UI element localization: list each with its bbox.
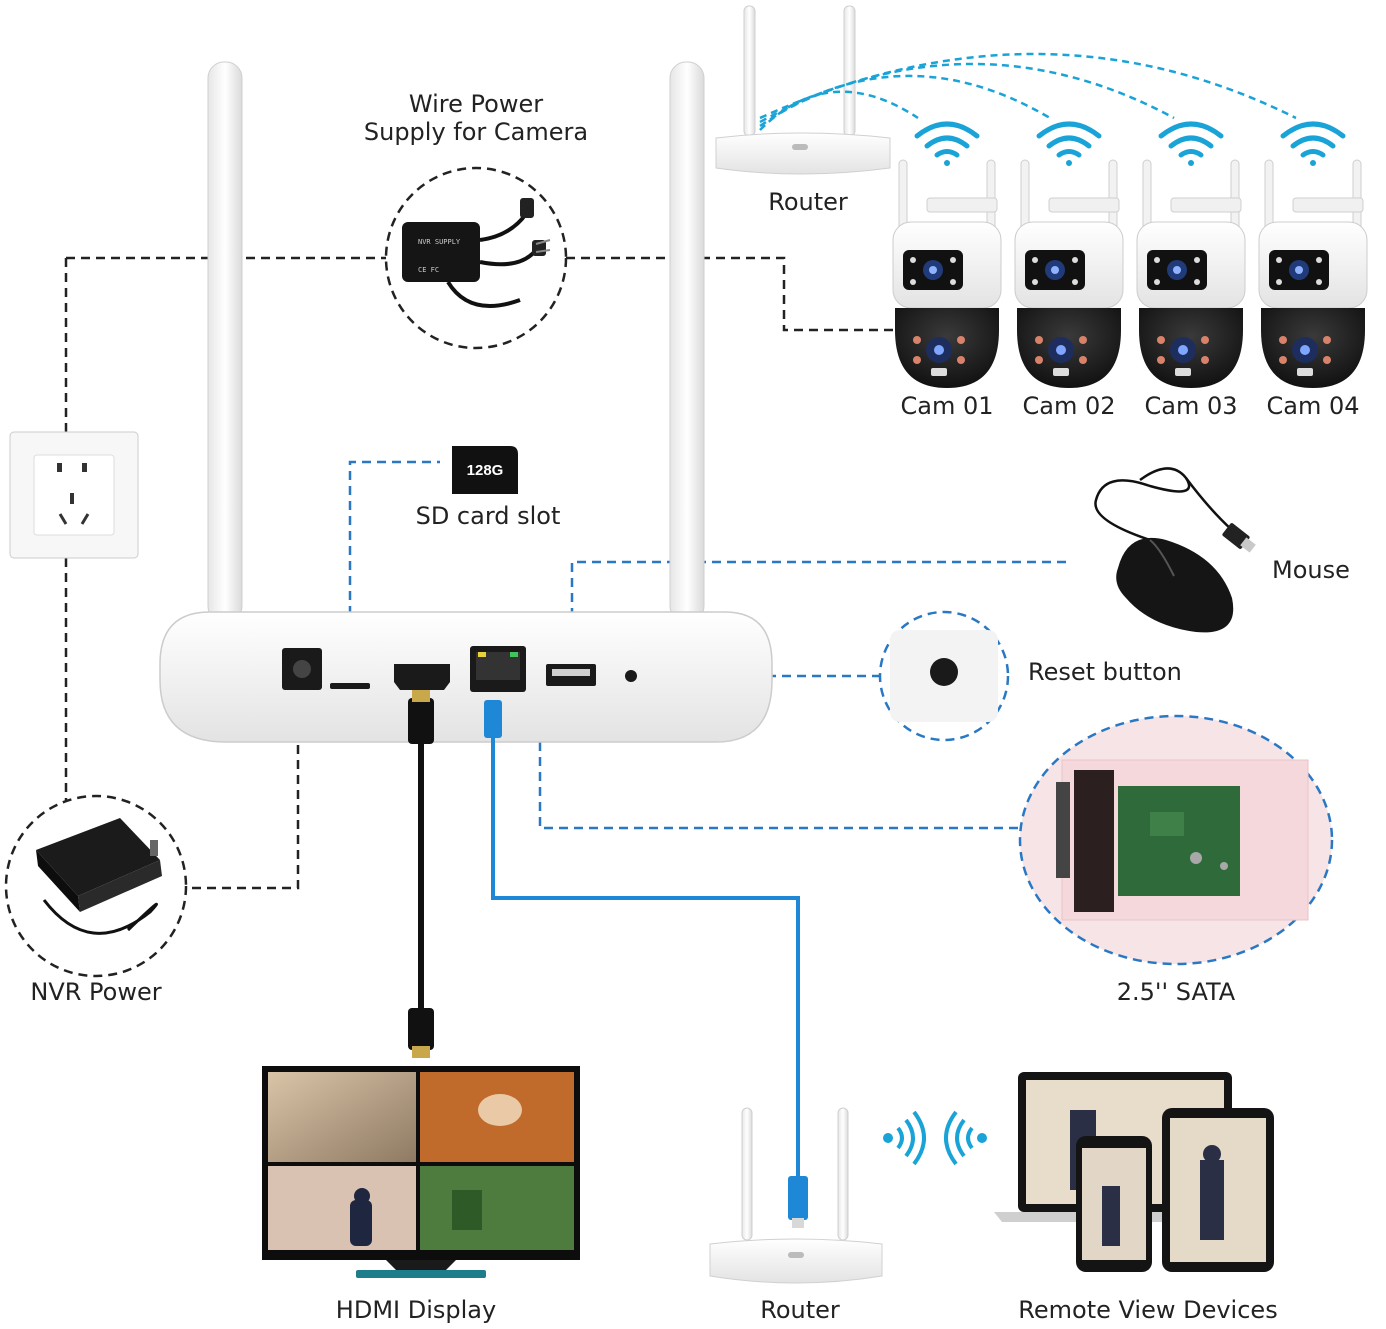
hdmi-display-label: HDMI Display xyxy=(336,1296,496,1324)
wifi-icon xyxy=(1036,121,1102,166)
router-top xyxy=(715,5,891,175)
sd-card-link-line xyxy=(348,460,440,660)
camera-group xyxy=(892,121,1368,388)
sata-link-line xyxy=(538,742,1018,830)
reset-button-label: Reset button xyxy=(1028,658,1182,686)
hdmi-port xyxy=(394,664,450,690)
nvr-power-adapter xyxy=(4,794,188,978)
hdmi-monitor xyxy=(262,1066,580,1278)
nvr-antenna-left xyxy=(207,61,243,623)
wifi-icon xyxy=(914,121,980,166)
camera-4 xyxy=(1258,121,1368,388)
remote-view-devices xyxy=(994,1072,1274,1272)
router-top-label: Router xyxy=(768,188,848,216)
wire-power-label-line1: Wire Power xyxy=(409,90,543,118)
wall-socket xyxy=(9,431,139,559)
sata-label: 2.5'' SATA xyxy=(1117,978,1236,1006)
wifi-icon xyxy=(1280,121,1346,166)
router-to-camera-wifi-arcs xyxy=(759,52,1297,131)
cam-01-label: Cam 01 xyxy=(900,392,993,420)
svg-text:CE FC: CE FC xyxy=(418,266,439,274)
ethernet-cable xyxy=(484,700,808,1228)
nvr-antenna-right xyxy=(669,61,705,623)
mouse xyxy=(1094,467,1256,633)
cam-03-label: Cam 03 xyxy=(1144,392,1237,420)
router-bottom xyxy=(709,1107,883,1284)
camera-1 xyxy=(892,121,1002,388)
nvr-power-label: NVR Power xyxy=(30,978,161,1006)
sata-pcb-icon xyxy=(1118,786,1240,896)
nvr-power-line xyxy=(188,700,300,890)
router-to-remote-wifi xyxy=(883,1110,987,1166)
camera-3 xyxy=(1136,121,1246,388)
power-splitter-box-icon xyxy=(402,222,480,282)
svg-text:128G: 128G xyxy=(467,462,504,479)
wire-power-supply: NVR SUPPLY CE FC xyxy=(384,166,568,350)
reset-pinhole xyxy=(625,670,637,682)
svg-text:NVR SUPPLY: NVR SUPPLY xyxy=(418,238,461,246)
camera-2 xyxy=(1014,121,1124,388)
sd-card: 128G xyxy=(452,446,518,494)
mouse-label: Mouse xyxy=(1272,556,1350,584)
wire-power-label-line2: Supply for Camera xyxy=(364,118,588,146)
cam-02-label: Cam 02 xyxy=(1022,392,1115,420)
reset-button-zoom xyxy=(878,610,1010,742)
phone-icon xyxy=(1076,1136,1152,1272)
cam-04-label: Cam 04 xyxy=(1266,392,1359,420)
hdmi-cable xyxy=(408,690,434,1058)
sd-card-slot-label: SD card slot xyxy=(416,502,561,530)
router-bottom-label: Router xyxy=(760,1296,840,1324)
wifi-icon xyxy=(1158,121,1224,166)
tablet-icon xyxy=(1162,1108,1274,1272)
reset-button-icon xyxy=(930,658,958,686)
sd-card-slot-port xyxy=(330,683,370,689)
nvr-unit xyxy=(159,61,773,743)
sata-drive-zoom xyxy=(1018,714,1334,966)
remote-view-devices-label: Remote View Devices xyxy=(1018,1296,1277,1324)
